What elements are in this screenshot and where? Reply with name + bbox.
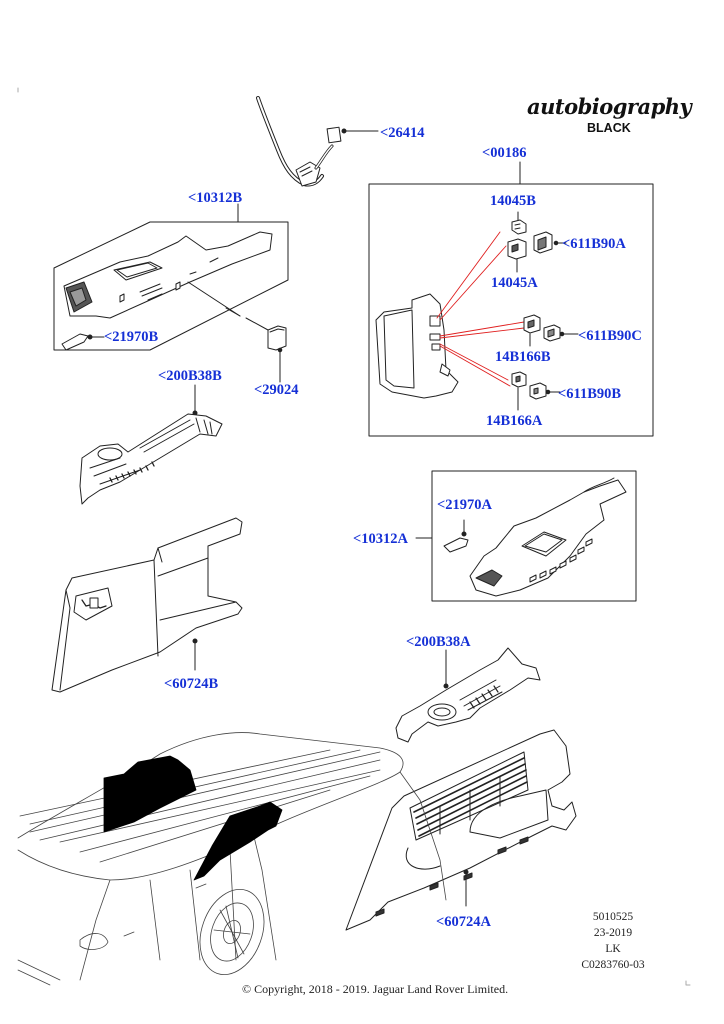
- date-code: 23-2019: [593, 927, 633, 939]
- callout-21970A[interactable]: <21970A: [437, 497, 492, 513]
- callout-611B90B[interactable]: <611B90B: [558, 386, 622, 402]
- callout-60724A[interactable]: <60724A: [436, 914, 491, 930]
- callout-14045B[interactable]: 14045B: [490, 193, 536, 209]
- callout-611B90A[interactable]: <611B90A: [562, 236, 626, 252]
- callout-200B38B[interactable]: <200B38B: [158, 368, 222, 384]
- callout-21970B[interactable]: <21970B: [104, 329, 159, 345]
- callout-10312B[interactable]: <10312B: [188, 190, 243, 206]
- callout-14B166A[interactable]: 14B166A: [486, 413, 543, 429]
- part-60724B-panel[interactable]: [51, 517, 243, 693]
- brand-title: autobiography: [527, 94, 692, 119]
- vehicle-location-view: [17, 732, 447, 986]
- copyright-notice: © Copyright, 2018 - 2019. Jaguar Land Ro…: [242, 982, 509, 996]
- part-10312B-box[interactable]: [53, 203, 289, 351]
- part-10312A-box[interactable]: [415, 470, 637, 602]
- part-200B38B-bracket[interactable]: [79, 384, 223, 505]
- callout-10312A[interactable]: <10312A: [353, 531, 408, 547]
- drawing-meta: 5010525 23-2019 LK C0283760-03: [578, 909, 648, 973]
- callout-200B38A[interactable]: <200B38A: [406, 634, 471, 650]
- drawing-id: C0283760-03: [581, 959, 645, 971]
- crop-mark: [685, 980, 691, 986]
- callout-26414[interactable]: <26414: [380, 125, 425, 141]
- part-26414-harness[interactable]: [256, 96, 379, 187]
- brand-subtitle: BLACK: [587, 121, 631, 135]
- part-00186-box[interactable]: [368, 161, 654, 437]
- callout-611B90C[interactable]: <611B90C: [578, 328, 642, 344]
- author-code: LK: [605, 943, 621, 955]
- illustration-number: 5010525: [592, 911, 634, 923]
- callout-00186[interactable]: <00186: [482, 145, 527, 161]
- part-29024-switch[interactable]: [267, 325, 287, 383]
- callout-29024[interactable]: <29024: [254, 382, 299, 398]
- part-60724A-panel[interactable]: [345, 729, 577, 931]
- callout-14045A[interactable]: 14045A: [491, 275, 538, 291]
- callout-14B166B[interactable]: 14B166B: [495, 349, 551, 365]
- callout-60724B[interactable]: <60724B: [164, 676, 219, 692]
- part-200B38A-bracket[interactable]: [395, 647, 541, 743]
